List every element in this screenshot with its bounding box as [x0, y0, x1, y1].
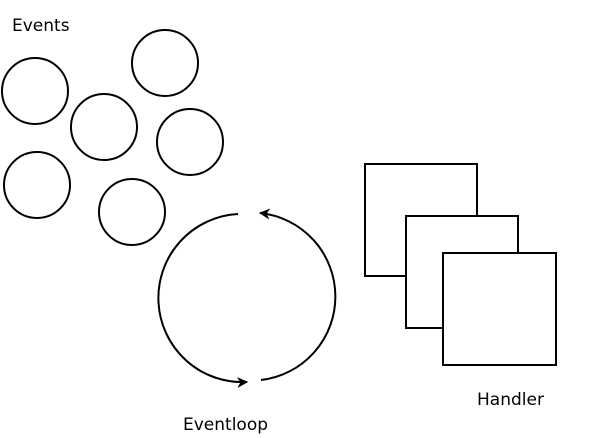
handler-box — [442, 252, 557, 366]
handler-label: Handler — [477, 390, 544, 410]
event-circle — [98, 178, 166, 246]
events-group: Events — [1, 16, 224, 246]
event-circle — [156, 108, 224, 176]
event-circle — [70, 93, 138, 161]
event-circle — [1, 57, 69, 125]
eventloop-label: Eventloop — [183, 415, 268, 435]
event-circle — [3, 151, 71, 219]
loop-arc-right — [258, 208, 337, 381]
loop-arc-left — [157, 213, 249, 389]
handlers-group: Handler — [364, 163, 557, 410]
event-circle — [131, 29, 199, 97]
events-label: Events — [12, 16, 70, 36]
eventloop-cycle: Eventloop — [157, 208, 337, 435]
